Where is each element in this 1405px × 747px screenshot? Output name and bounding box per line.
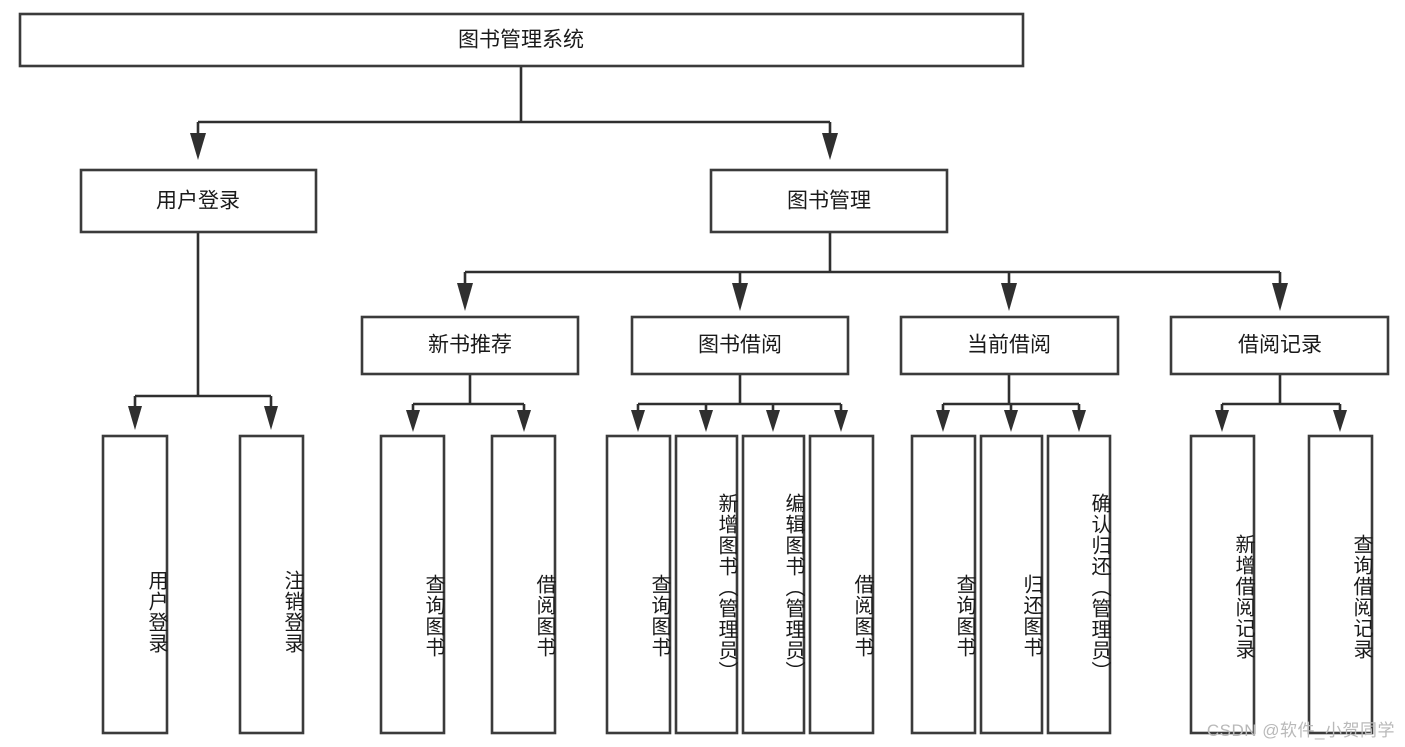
node-book-borrow[interactable]: 图书借阅 xyxy=(630,315,850,376)
leaf-confirm-return-box[interactable] xyxy=(1046,434,1112,735)
node-book-borrow-box[interactable] xyxy=(630,315,850,376)
arrow-head-leaf-logout xyxy=(264,406,278,430)
arrow-head-leaf-user-login xyxy=(128,406,142,430)
node-user-login-box[interactable] xyxy=(79,168,318,234)
arrow-head-leaf-add-record xyxy=(1215,410,1229,432)
arrow-head-leaf-borrow-book-1 xyxy=(517,410,531,432)
connector-group-book-borrow-to-leaves xyxy=(631,374,848,432)
leaf-boxes xyxy=(101,434,1374,735)
node-new-book-rec[interactable]: 新书推荐 xyxy=(360,315,580,376)
leaf-return-book-box[interactable] xyxy=(979,434,1044,735)
arrow-head-leaf-query-book-2 xyxy=(631,410,645,432)
leaf-query-record-box[interactable] xyxy=(1307,434,1374,735)
arrow-head-leaf-query-record xyxy=(1333,410,1347,432)
leaf-add-book-box[interactable] xyxy=(674,434,739,735)
arrow-head-book-borrow xyxy=(732,283,748,311)
node-root[interactable]: 图书管理系统 xyxy=(18,12,1025,68)
arrow-head-leaf-edit-book xyxy=(766,410,780,432)
node-root-label: 图书管理系统 xyxy=(458,29,584,52)
leaf-borrow-book-2-box[interactable] xyxy=(808,434,875,735)
leaf-user-login-box[interactable] xyxy=(101,434,169,735)
arrow-head-leaf-return-book xyxy=(1004,410,1018,432)
arrow-head-leaf-query-book-3 xyxy=(936,410,950,432)
node-user-login-label: 用户登录 xyxy=(156,190,240,213)
arrow-head-leaf-borrow-book-2 xyxy=(834,410,848,432)
node-current-borrow-box[interactable] xyxy=(899,315,1120,376)
leaf-add-record-box[interactable] xyxy=(1189,434,1256,735)
leaf-borrow-book-1-box[interactable] xyxy=(490,434,557,735)
arrow-head-leaf-query-book-1 xyxy=(406,410,420,432)
node-borrow-record-box[interactable] xyxy=(1169,315,1390,376)
node-book-manage-box[interactable] xyxy=(709,168,949,234)
arrow-head-book-manage xyxy=(822,133,838,160)
leaf-query-book-3-box[interactable] xyxy=(910,434,977,735)
connector-group-current-borrow-to-leaves xyxy=(936,374,1086,432)
arrow-head-leaf-add-book xyxy=(699,410,713,432)
leaf-logout-box[interactable] xyxy=(238,434,305,735)
arrow-head-borrow-record xyxy=(1272,283,1288,311)
node-root-box[interactable] xyxy=(18,12,1025,68)
leaf-query-book-2-box[interactable] xyxy=(605,434,672,735)
arrow-head-user-login xyxy=(190,133,206,160)
node-borrow-record-label: 借阅记录 xyxy=(1238,334,1322,357)
node-new-book-rec-label: 新书推荐 xyxy=(428,334,512,357)
node-user-login[interactable]: 用户登录 xyxy=(79,168,318,234)
node-book-manage[interactable]: 图书管理 xyxy=(709,168,949,234)
connector-group-borrow-record-to-leaves xyxy=(1215,374,1347,432)
node-book-borrow-label: 图书借阅 xyxy=(698,334,782,357)
arrow-head-new-book-rec xyxy=(457,283,473,311)
connector-group-user-login-to-leaves xyxy=(128,232,278,430)
csdn-watermark: CSDN @软件_小贺同学 xyxy=(1206,721,1395,740)
node-current-borrow[interactable]: 当前借阅 xyxy=(899,315,1120,376)
connector-group-root-to-level2 xyxy=(190,66,838,160)
arrow-head-leaf-confirm-return xyxy=(1072,410,1086,432)
node-new-book-rec-box[interactable] xyxy=(360,315,580,376)
arrow-head-current-borrow xyxy=(1001,283,1017,311)
leaf-edit-book-box[interactable] xyxy=(741,434,806,735)
connector-group-book-manage-to-level3 xyxy=(457,232,1288,311)
node-book-manage-label: 图书管理 xyxy=(787,190,871,213)
node-borrow-record[interactable]: 借阅记录 xyxy=(1169,315,1390,376)
leaf-query-book-1-box[interactable] xyxy=(379,434,446,735)
node-current-borrow-label: 当前借阅 xyxy=(967,334,1051,357)
connector-group-new-book-rec-to-leaves xyxy=(406,374,531,432)
